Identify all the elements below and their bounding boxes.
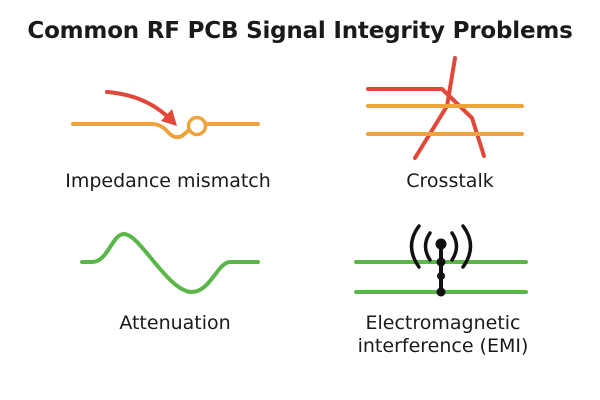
antenna-node xyxy=(437,272,445,280)
emi-antenna-icon xyxy=(354,224,528,297)
antenna-tip xyxy=(435,238,447,250)
antenna-node xyxy=(436,257,446,267)
emission-wave-right-outer xyxy=(461,224,473,269)
coupling-red-trace xyxy=(366,87,486,158)
impedance-mismatch-icon xyxy=(71,90,260,140)
label-crosstalk: Crosstalk xyxy=(406,170,494,192)
coupling-red-trace xyxy=(445,56,457,108)
mismatch-via xyxy=(186,115,208,137)
panel-impedance-mismatch: Impedance mismatch xyxy=(0,0,300,200)
panel-crosstalk: Crosstalk xyxy=(300,0,600,200)
panel-attenuation: Attenuation xyxy=(0,200,300,400)
emission-wave-right-inner xyxy=(450,231,459,262)
antenna-node xyxy=(436,287,446,297)
emission-wave-left-inner xyxy=(423,231,432,262)
emission-wave-left-outer xyxy=(409,224,421,269)
trace-line xyxy=(71,122,191,140)
diagram-title: Common RF PCB Signal Integrity Problems xyxy=(27,18,573,44)
label-attenuation: Attenuation xyxy=(119,312,231,334)
panel-emi: Electromagnetic interference (EMI) xyxy=(300,200,600,400)
reflection-arrowhead xyxy=(161,109,177,126)
label-emi: Electromagnetic interference (EMI) xyxy=(357,312,529,357)
attenuated-wave xyxy=(80,232,260,294)
label-impedance-mismatch: Impedance mismatch xyxy=(65,170,271,192)
crosstalk-icon xyxy=(366,56,524,160)
reflection-arrow xyxy=(105,90,171,120)
attenuation-wave-icon xyxy=(80,232,260,294)
